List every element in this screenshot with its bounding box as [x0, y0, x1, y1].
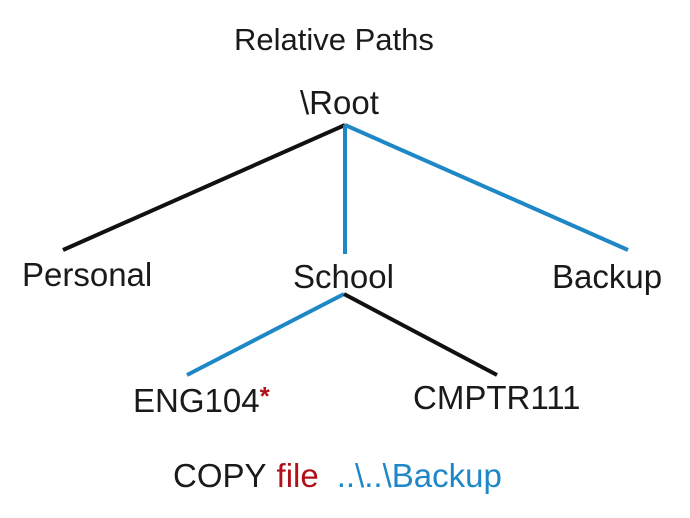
current-directory-marker: * [259, 381, 270, 411]
command-file: file [276, 457, 319, 494]
command-keyword: COPY [173, 457, 267, 494]
command-path: ..\..\Backup [336, 457, 502, 494]
node-personal: Personal [22, 256, 153, 293]
node-backup: Backup [552, 258, 663, 295]
edge-school-cmptr111 [343, 292, 498, 377]
edge-school-eng104 [186, 292, 345, 377]
node-eng104-label: ENG104 [133, 382, 260, 419]
edge-root-backup [344, 123, 629, 252]
node-eng104: ENG104* [133, 381, 270, 419]
node-cmptr111: CMPTR111 [413, 379, 581, 416]
node-root: \Root [300, 84, 379, 121]
node-school: School [293, 258, 394, 295]
edge-root-personal [62, 123, 346, 252]
diagram-title: Relative Paths [234, 22, 434, 57]
